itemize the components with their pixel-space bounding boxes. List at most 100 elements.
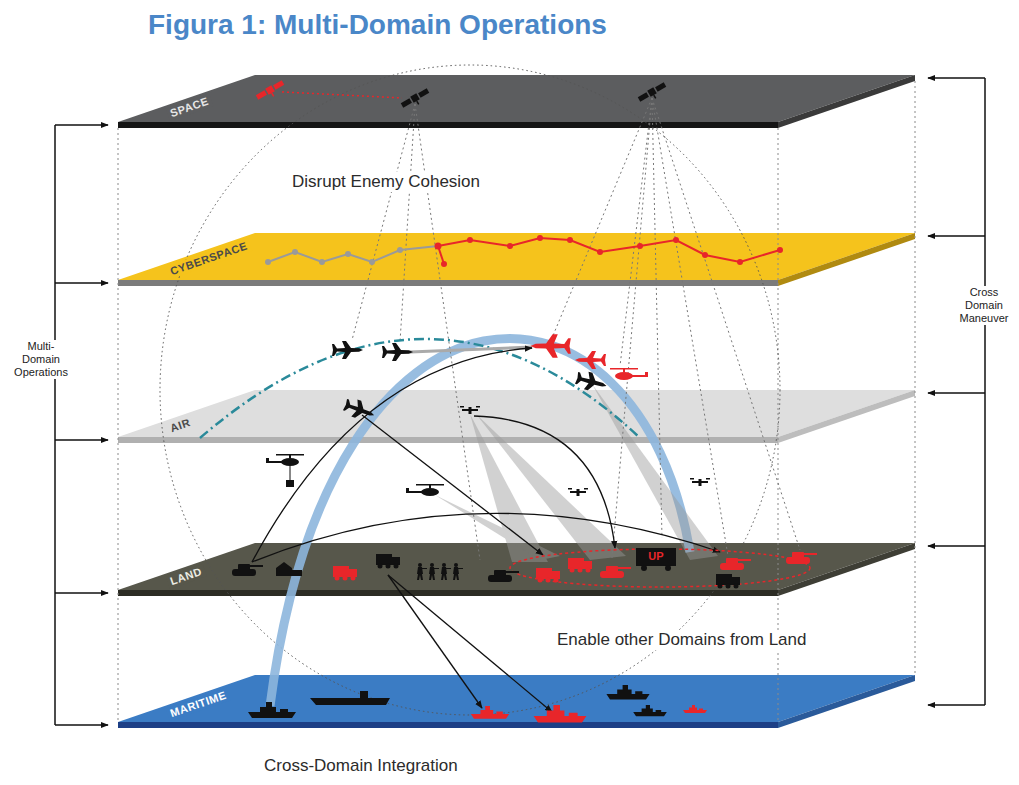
cyber-network	[265, 259, 271, 265]
left-bracket	[55, 282, 108, 284]
aircraft-icon	[568, 488, 588, 496]
label-holder: Cross Domain Maneuver	[954, 286, 1014, 325]
satellite-links	[400, 104, 415, 342]
diagram-label: Cross Domain Maneuver	[954, 286, 1014, 325]
domain-plane: CYBERSPACE	[118, 233, 915, 286]
label-holder: UP	[636, 550, 676, 563]
satellite-links	[352, 104, 415, 340]
aircraft-icon	[290, 466, 291, 480]
label-holder: Cross-Domain Integration	[262, 756, 460, 776]
cyber-network	[777, 247, 783, 253]
right-bracket	[928, 235, 985, 237]
aircraft-icon	[575, 351, 606, 369]
plane-outline	[118, 675, 915, 728]
left-bracket	[55, 124, 108, 126]
cyber-network	[467, 237, 473, 243]
plane-surface	[118, 75, 915, 122]
cyber-network	[507, 243, 513, 249]
domain-name: LAND	[166, 564, 207, 589]
aircraft-icon	[266, 454, 304, 466]
cyber-network	[397, 247, 403, 253]
diagram-label: UP	[636, 550, 676, 563]
satellite-links	[282, 92, 800, 560]
cyber-network	[319, 259, 325, 265]
label-holder: Enable other Domains from Land	[555, 630, 808, 650]
satellite-links	[612, 98, 652, 558]
plane-outline	[118, 543, 915, 596]
cyber-network	[567, 237, 573, 243]
aircraft-icon	[531, 334, 571, 357]
plane-front-edge	[118, 722, 778, 728]
left-bracket	[55, 724, 108, 726]
diagram-label: Disrupt Enemy Cohesion	[290, 172, 482, 192]
plane-front-edge	[118, 122, 778, 128]
satellite-links	[652, 98, 728, 556]
domain-name: SPACE	[166, 94, 213, 121]
diagram-label: Cross-Domain Integration	[262, 756, 460, 776]
diagram-label: Multi-Domain Operations	[10, 340, 72, 379]
cyber-network	[597, 249, 603, 255]
left-bracket	[55, 592, 108, 594]
title-holder: Figura 1: Multi-Domain Operations	[148, 8, 607, 42]
satellite-links	[352, 98, 800, 560]
plane-outline	[118, 75, 915, 128]
right-bracket	[928, 78, 985, 705]
label-holder: Disrupt Enemy Cohesion	[290, 172, 482, 192]
cyber-network	[737, 259, 743, 265]
plane-surface	[118, 675, 915, 722]
effect-arrows	[252, 348, 532, 562]
plane-surface	[118, 390, 915, 437]
domain-plane: SPACE	[118, 75, 915, 128]
domain-name: MARITIME	[166, 688, 231, 721]
aircraft-icon	[382, 343, 413, 361]
domain-name: CYBERSPACE	[166, 239, 252, 279]
plane-side-edge	[778, 75, 915, 128]
cyber-network	[637, 243, 643, 249]
cyber-network	[441, 261, 447, 267]
satellite-links	[552, 98, 652, 338]
plane-front-edge	[118, 590, 778, 596]
right-bracket	[928, 77, 985, 79]
plane-outline	[118, 390, 915, 443]
aircraft-icon	[690, 478, 710, 486]
cyber-network	[345, 251, 351, 257]
cyber-network	[435, 243, 442, 250]
cyber-network	[369, 259, 375, 265]
aircraft-icon	[332, 341, 363, 359]
domain-plane: LAND	[118, 543, 915, 596]
cyber-network	[537, 235, 543, 241]
land-force-icon	[665, 565, 671, 571]
aircraft-icon	[610, 368, 648, 380]
satellite-links	[652, 98, 662, 538]
land-force-icon	[641, 565, 647, 571]
right-bracket	[984, 78, 986, 705]
plane-side-edge	[778, 390, 915, 443]
land-force-icon	[636, 548, 676, 566]
domain-plane: MARITIME	[118, 675, 915, 728]
plane-side-edge	[778, 543, 915, 596]
corner-guides	[915, 81, 916, 675]
cyber-network	[702, 252, 708, 258]
right-bracket	[928, 545, 985, 547]
plane-surface	[118, 543, 915, 590]
cyber-network	[292, 249, 298, 255]
satellite-links	[652, 98, 800, 550]
label-holder: Multi-Domain Operations	[10, 340, 72, 379]
diagram-label: Enable other Domains from Land	[555, 630, 808, 650]
aircraft-icon	[406, 484, 444, 496]
left-bracket	[55, 125, 108, 725]
plane-front-edge	[118, 280, 778, 286]
left-bracket	[54, 125, 56, 725]
left-bracket	[55, 439, 108, 441]
right-bracket	[928, 392, 985, 394]
aircraft-icon	[286, 480, 294, 487]
satellite-links	[620, 98, 652, 366]
domain-name: AIR	[166, 415, 195, 436]
cyber-network	[673, 237, 679, 243]
corner-guides	[118, 128, 119, 722]
plane-side-edge	[778, 675, 915, 728]
right-bracket	[928, 704, 985, 706]
plane-front-edge	[118, 437, 778, 443]
